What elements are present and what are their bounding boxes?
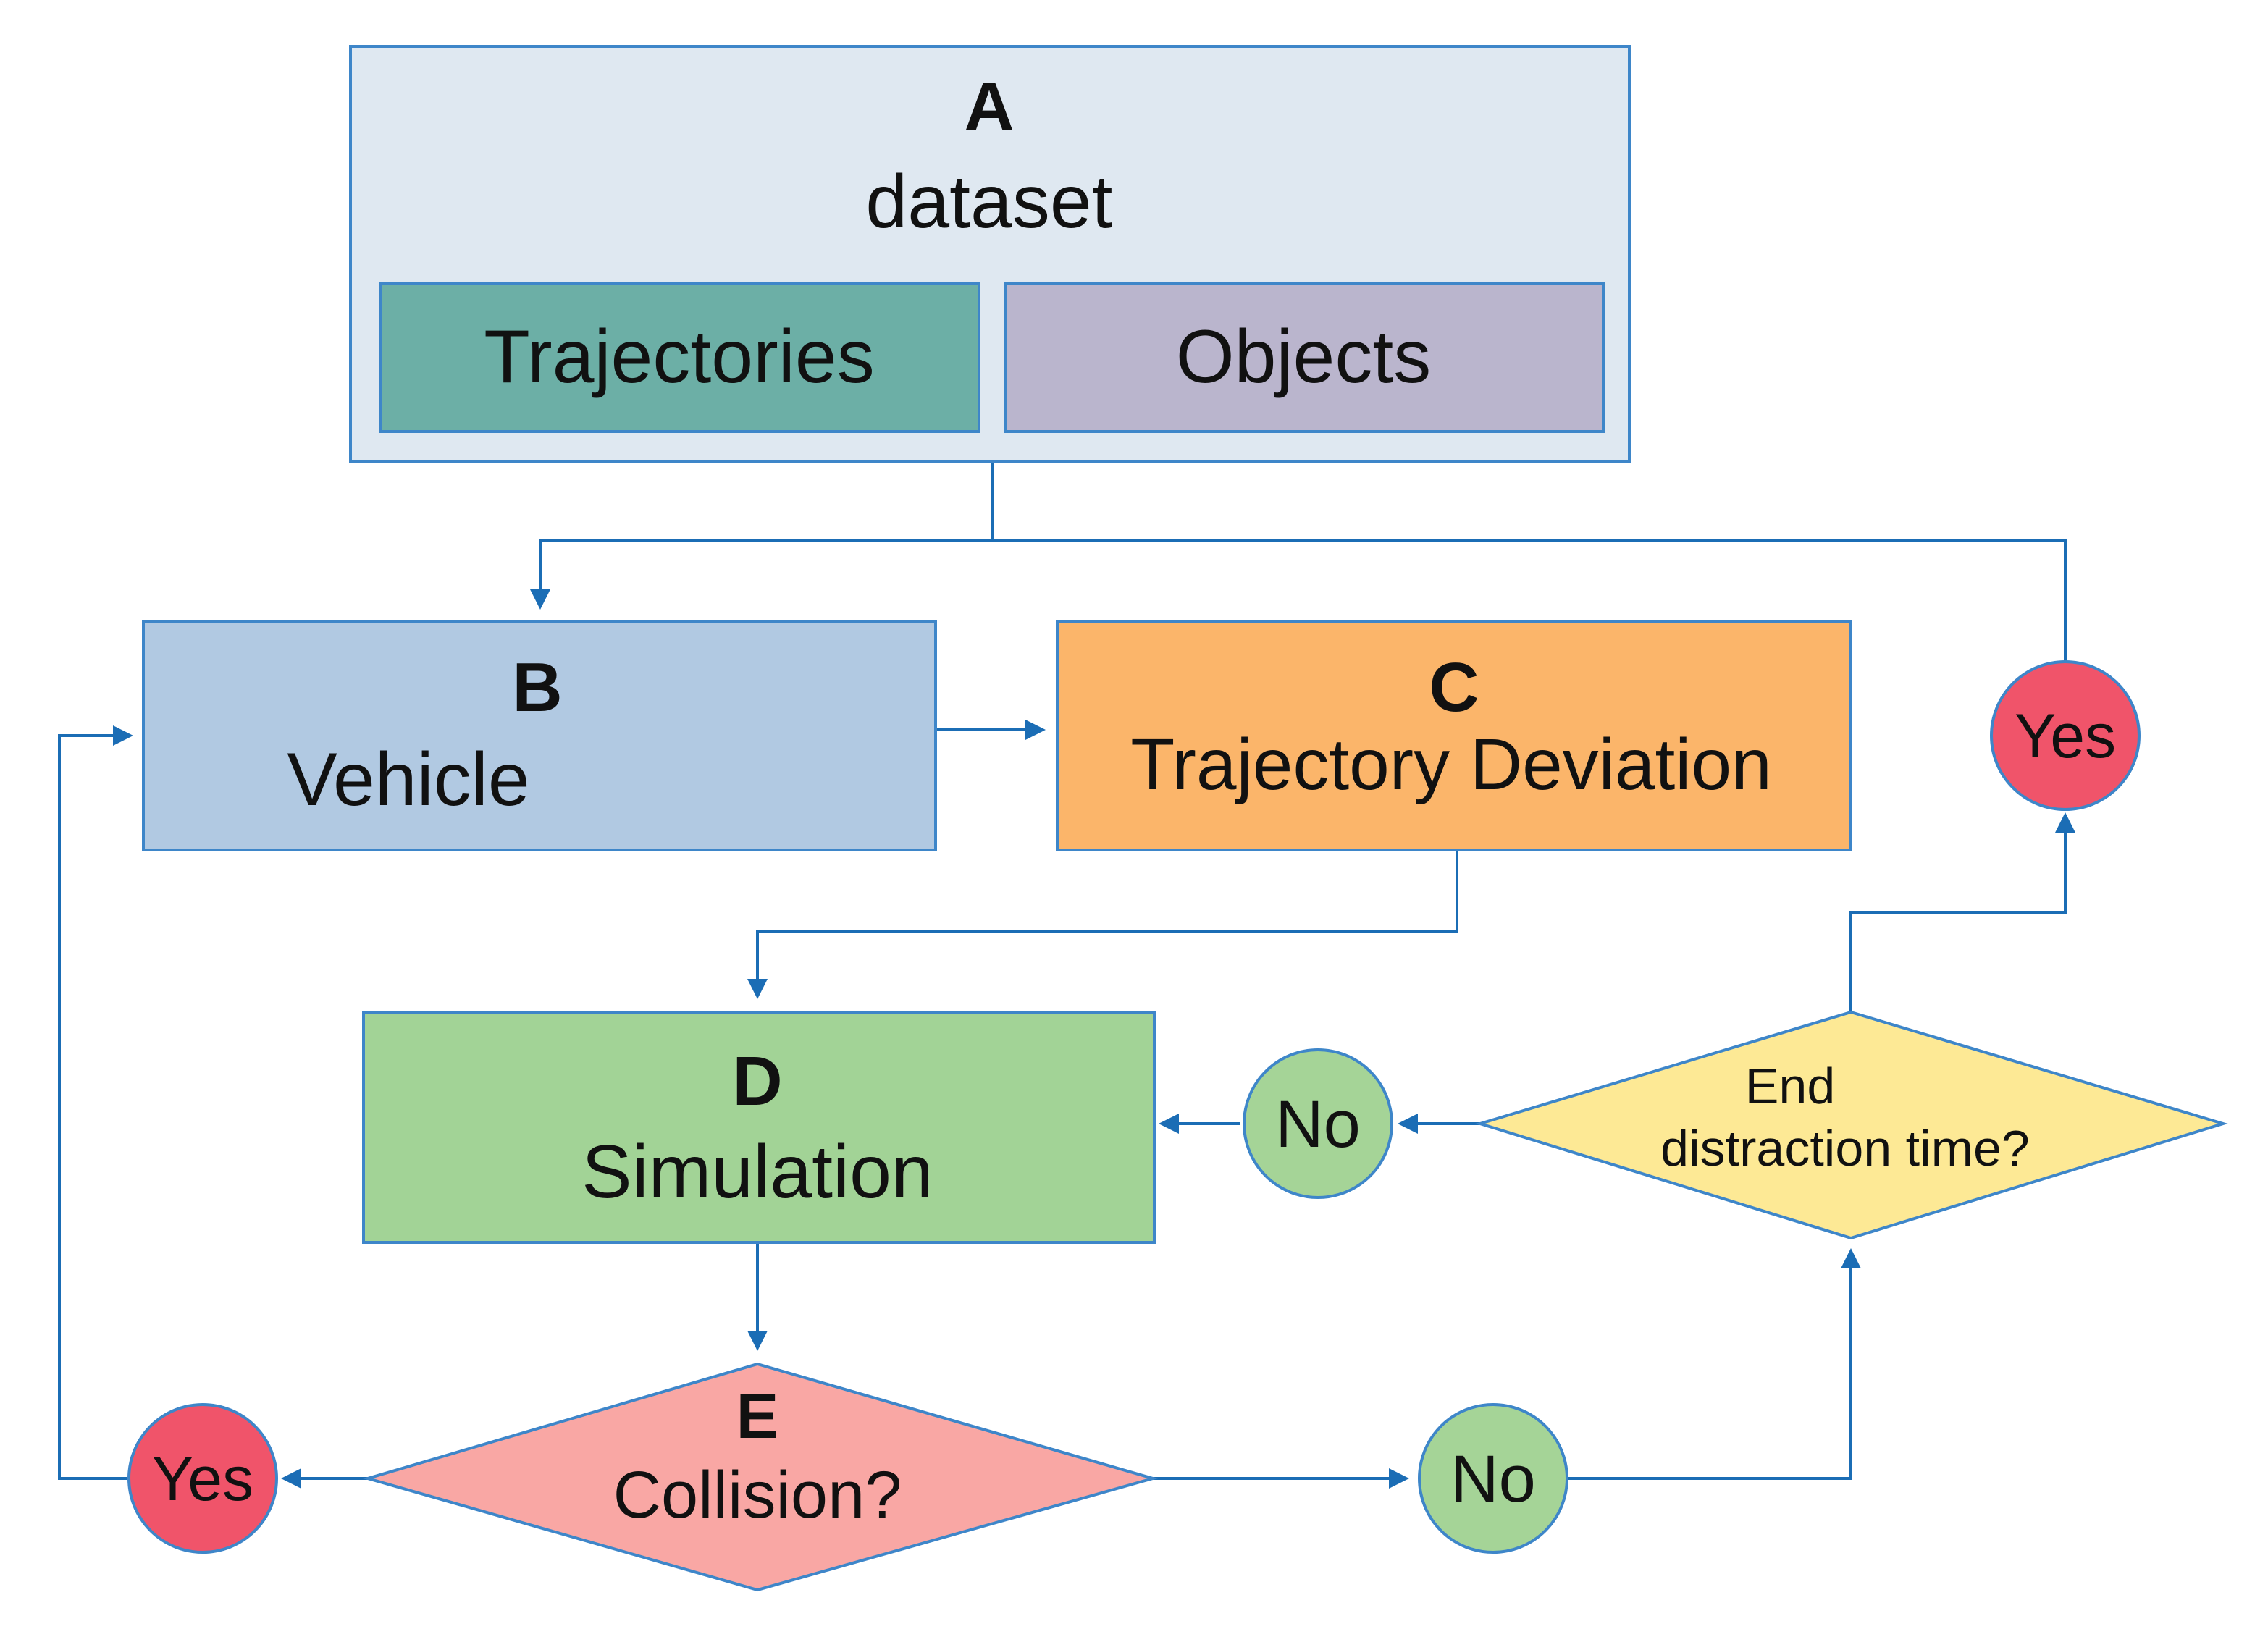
node-dataset: A dataset Trajectories Objects — [349, 45, 1631, 463]
no-label: No — [1450, 1442, 1536, 1516]
deviation-box — [1056, 620, 1852, 851]
objects-label: Objects — [1176, 315, 1432, 399]
dataset-letter: A — [964, 68, 1014, 146]
deviation-label: Trajectory Deviation — [1130, 724, 1772, 805]
collision-letter: E — [736, 1380, 779, 1452]
vehicle-label: Vehicle — [287, 738, 529, 822]
yes-circle — [1990, 660, 2141, 811]
outcome-end-no: No — [1243, 1048, 1393, 1199]
yes-label: Yes — [152, 1444, 253, 1514]
simulation-label: Simulation — [581, 1130, 933, 1214]
outcome-end-yes: Yes — [1990, 660, 2141, 811]
collision-label: Collision? — [613, 1458, 902, 1532]
end-distraction-line1: End — [1745, 1058, 1836, 1114]
node-vehicle: B Vehicle — [142, 620, 937, 851]
connector-end-distraction-to-yes — [1849, 812, 2075, 1012]
node-simulation: D Simulation — [362, 1011, 1156, 1244]
yes-label: Yes — [2015, 702, 2116, 771]
simulation-letter: D — [732, 1043, 782, 1120]
trajectories-label: Trajectories — [484, 315, 874, 399]
trajectories-box — [379, 282, 980, 433]
objects-box — [1004, 282, 1605, 433]
connector-no-to-end-distraction — [1568, 1248, 1861, 1480]
outcome-collision-no: No — [1418, 1403, 1568, 1554]
vehicle-letter: B — [512, 649, 562, 726]
no-circle — [1243, 1048, 1393, 1199]
connector-yes-to-vehicle — [58, 725, 133, 1480]
node-collision: E Collision? — [362, 1362, 1159, 1592]
connector-dataset-to-vehicle — [530, 462, 994, 610]
connectors — [58, 462, 2075, 1489]
no-label: No — [1275, 1087, 1361, 1161]
node-end-distraction: End distraction time? — [1475, 1010, 2228, 1240]
dataset-label: dataset — [865, 160, 1112, 244]
outcome-collision-yes: Yes — [127, 1403, 278, 1554]
no-circle — [1418, 1403, 1568, 1554]
end-distraction-line2: distraction time? — [1660, 1120, 2030, 1176]
node-deviation: C Trajectory Deviation — [1056, 620, 1852, 851]
connector-deviation-to-simulation — [747, 850, 1458, 999]
simulation-box — [362, 1011, 1156, 1244]
vehicle-box — [142, 620, 937, 851]
collision-diamond — [362, 1362, 1159, 1592]
connector-yes-to-vehicle-loop — [992, 539, 2067, 662]
deviation-letter: C — [1429, 649, 1479, 726]
end-distraction-diamond — [1475, 1010, 2228, 1240]
yes-circle — [127, 1403, 278, 1554]
